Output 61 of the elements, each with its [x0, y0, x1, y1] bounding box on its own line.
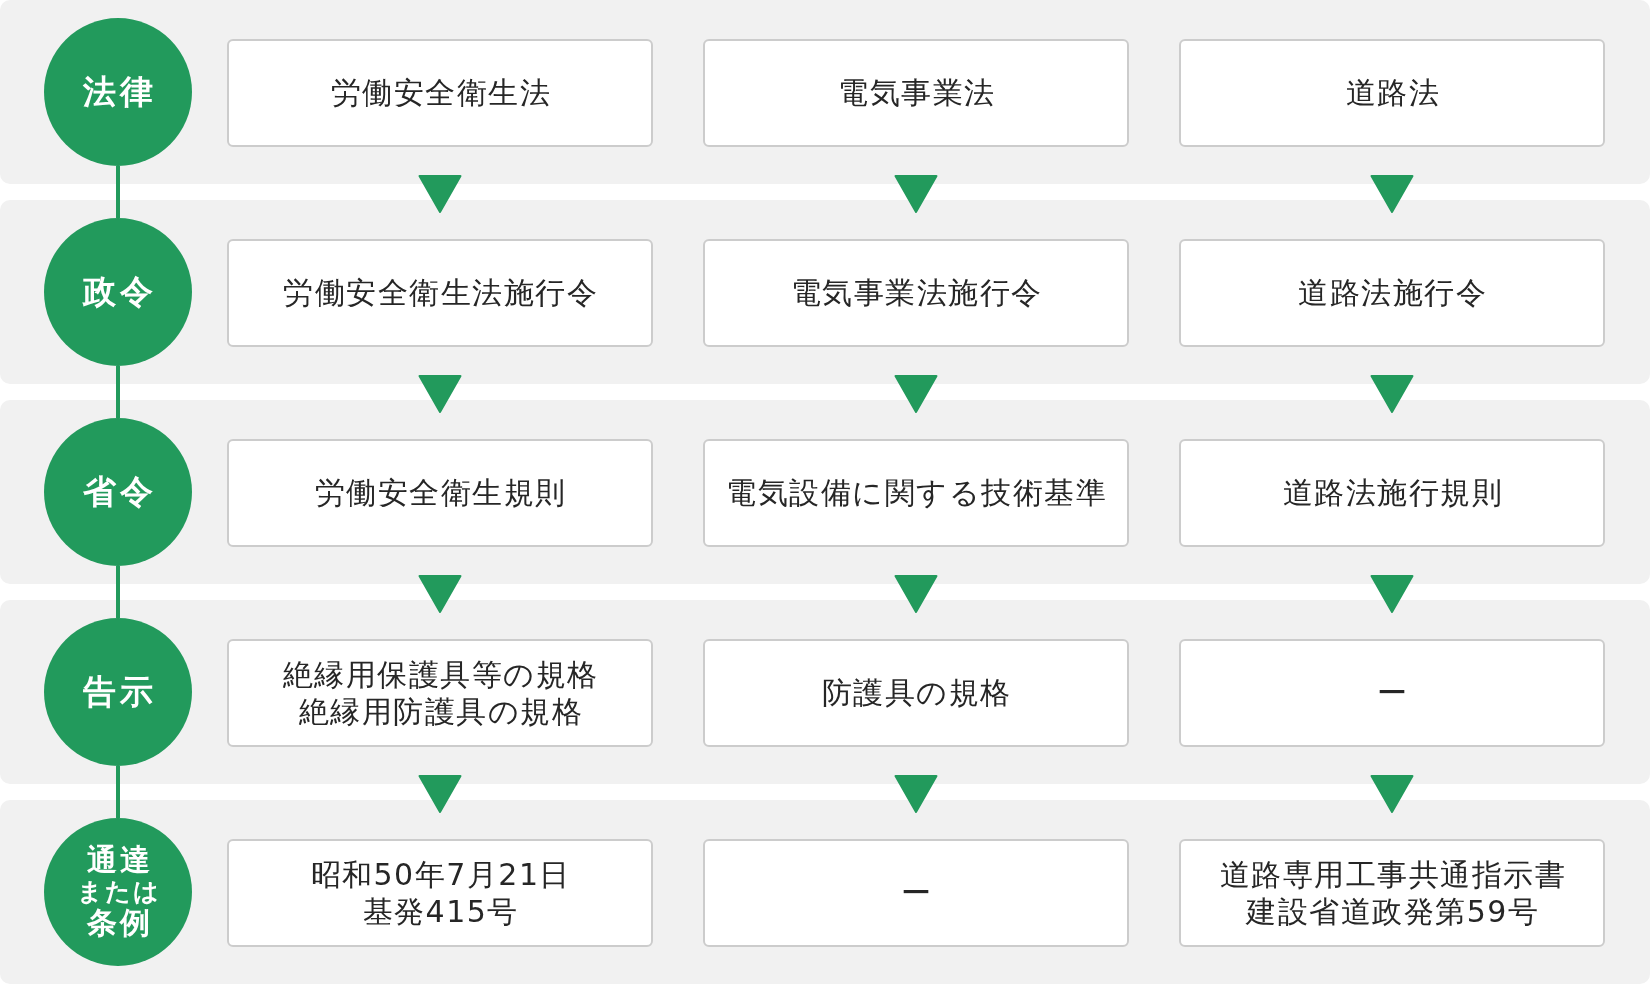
regulation-box	[227, 239, 653, 347]
regulation-name: ー	[1376, 674, 1409, 712]
regulation-box	[703, 239, 1129, 347]
regulation-name: 道路法	[1344, 74, 1440, 112]
regulation-name: 絶縁用防護具の規格	[297, 693, 583, 731]
regulation-box	[1179, 639, 1605, 747]
level-label: または	[76, 877, 161, 907]
regulation-box	[703, 639, 1129, 747]
regulation-name: 電気設備に関する技術基準	[725, 474, 1108, 512]
connector-line	[116, 566, 120, 618]
regulation-name: 電気事業法	[837, 74, 996, 112]
regulation-box	[1179, 839, 1605, 947]
arrow	[418, 375, 462, 413]
level-label: 法律	[82, 73, 157, 111]
regulation-name: 基発415号	[361, 893, 519, 931]
regulation-box	[227, 39, 653, 147]
connector-line	[116, 366, 120, 418]
regulation-name: 労働安全衛生法施行令	[282, 274, 599, 312]
regulation-name: 労働安全衛生法	[329, 74, 551, 112]
regulation-name: 防護具の規格	[820, 674, 1012, 712]
arrow	[1370, 175, 1414, 213]
level-label: 通達	[85, 843, 153, 878]
regulation-box	[703, 439, 1129, 547]
regulation-box	[1179, 239, 1605, 347]
regulation-box	[227, 639, 653, 747]
level-label: 省令	[82, 473, 157, 511]
regulation-box	[1179, 439, 1605, 547]
arrow	[418, 175, 462, 213]
regulation-box	[703, 39, 1129, 147]
regulation-name: 道路専用工事共通指示書	[1218, 855, 1566, 893]
connector-line	[116, 166, 120, 218]
regulation-box	[1179, 39, 1605, 147]
row-band	[0, 600, 1650, 784]
arrow	[1370, 575, 1414, 613]
arrow	[894, 375, 938, 413]
regulation-name: 昭和50年7月21日	[309, 855, 571, 893]
regulation-name: 絶縁用保護具等の規格	[281, 655, 599, 693]
arrow	[894, 775, 938, 813]
arrow	[894, 175, 938, 213]
row-band	[0, 200, 1650, 384]
row-band	[0, 0, 1650, 184]
row-band	[0, 800, 1650, 984]
level-label: 条例	[85, 906, 153, 941]
row-band	[0, 400, 1650, 584]
regulation-box	[227, 839, 653, 947]
regulation-name: 道路法施行令	[1297, 274, 1488, 312]
arrow	[1370, 775, 1414, 813]
regulation-box	[227, 439, 653, 547]
arrow	[418, 575, 462, 613]
connector-line	[116, 766, 120, 818]
arrow	[1370, 375, 1414, 413]
regulation-box	[703, 839, 1129, 947]
regulation-name: 労働安全衛生規則	[313, 474, 567, 512]
regulation-name: ー	[900, 874, 933, 912]
regulation-name: 電気事業法施行令	[789, 274, 1043, 312]
level-label: 告示	[82, 673, 157, 711]
arrow	[418, 775, 462, 813]
arrow	[894, 575, 938, 613]
regulation-name: 建設省道政発第59号	[1244, 893, 1540, 931]
level-label: 政令	[81, 273, 157, 311]
regulation-name: 道路法施行規則	[1281, 474, 1503, 512]
